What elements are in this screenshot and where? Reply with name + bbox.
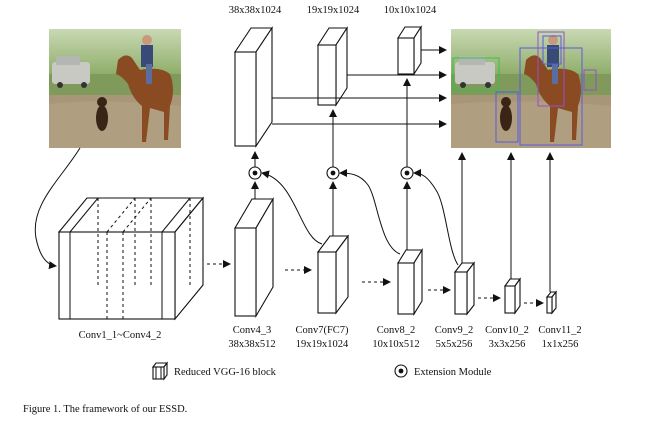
legend-extension-icon: [394, 364, 408, 378]
layer-dims-conv9-2: 5x5x256: [436, 339, 473, 350]
layer-name-conv11-2: Conv11_2: [538, 325, 581, 336]
conv9-2-to-module-3-arrow: [413, 169, 459, 266]
truck: [52, 62, 90, 84]
block-conv8-2: [397, 248, 423, 316]
block-conv9-2: [453, 261, 476, 316]
block-conv11-2: [545, 290, 558, 315]
layer-name-conv4-3: Conv4_3: [233, 325, 272, 336]
block-conv7: [316, 234, 350, 315]
extension-module-2: [326, 166, 340, 180]
layer-name-vgg: Conv1_1~Conv4_2: [79, 330, 162, 341]
top-block-2: [316, 26, 349, 107]
detection-box-horse: [519, 47, 583, 146]
extension-module-1: [248, 166, 262, 180]
conv8-2-to-module-2-arrow: [339, 169, 401, 255]
detection-box-person: [537, 31, 565, 107]
top-label-1: 38x38x1024: [229, 5, 282, 16]
top-label-2: 19x19x1024: [307, 5, 360, 16]
legend-vgg-icon: [151, 361, 169, 381]
dog: [500, 105, 512, 131]
layer-dims-conv10-2: 3x3x256: [489, 339, 526, 350]
rider: [141, 35, 153, 84]
figure-caption: Figure 1. The framework of our ESSD.: [23, 404, 187, 415]
top-label-3: 10x10x1024: [384, 5, 437, 16]
detection-box-car: [452, 57, 500, 91]
legend-extension-label: Extension Module: [414, 367, 492, 378]
layer-name-conv9-2: Conv9_2: [435, 325, 474, 336]
extension-module-3: [400, 166, 414, 180]
block-conv4-3: [234, 196, 274, 319]
layer-dims-conv7: 19x19x1024: [296, 339, 349, 350]
legend-vgg-label: Reduced VGG-16 block: [174, 367, 277, 378]
layer-dims-conv8-2: 10x10x512: [372, 339, 419, 350]
input-photo: [49, 29, 181, 148]
detection-box-person-far: [583, 69, 597, 91]
top-block-3: [396, 25, 423, 76]
top-block-1: [233, 26, 274, 148]
conv7-to-module-1-arrow: [261, 170, 323, 245]
horse: [116, 55, 173, 142]
layer-dims-conv11-2: 1x1x256: [542, 339, 579, 350]
detection-box-rider: [542, 35, 562, 65]
layer-name-conv7: Conv7(FC7): [295, 325, 349, 336]
layer-dims-conv4-3: 38x38x512: [228, 339, 275, 350]
detection-box-dog: [495, 91, 519, 143]
block-conv10-2: [503, 277, 522, 315]
output-photo: [451, 29, 611, 148]
dog: [96, 97, 108, 131]
truck: [455, 62, 495, 84]
layer-name-conv8-2: Conv8_2: [377, 325, 416, 336]
input-to-vgg-arrow: [34, 147, 81, 270]
vgg-block: [57, 196, 205, 321]
layer-name-conv10-2: Conv10_2: [485, 325, 529, 336]
